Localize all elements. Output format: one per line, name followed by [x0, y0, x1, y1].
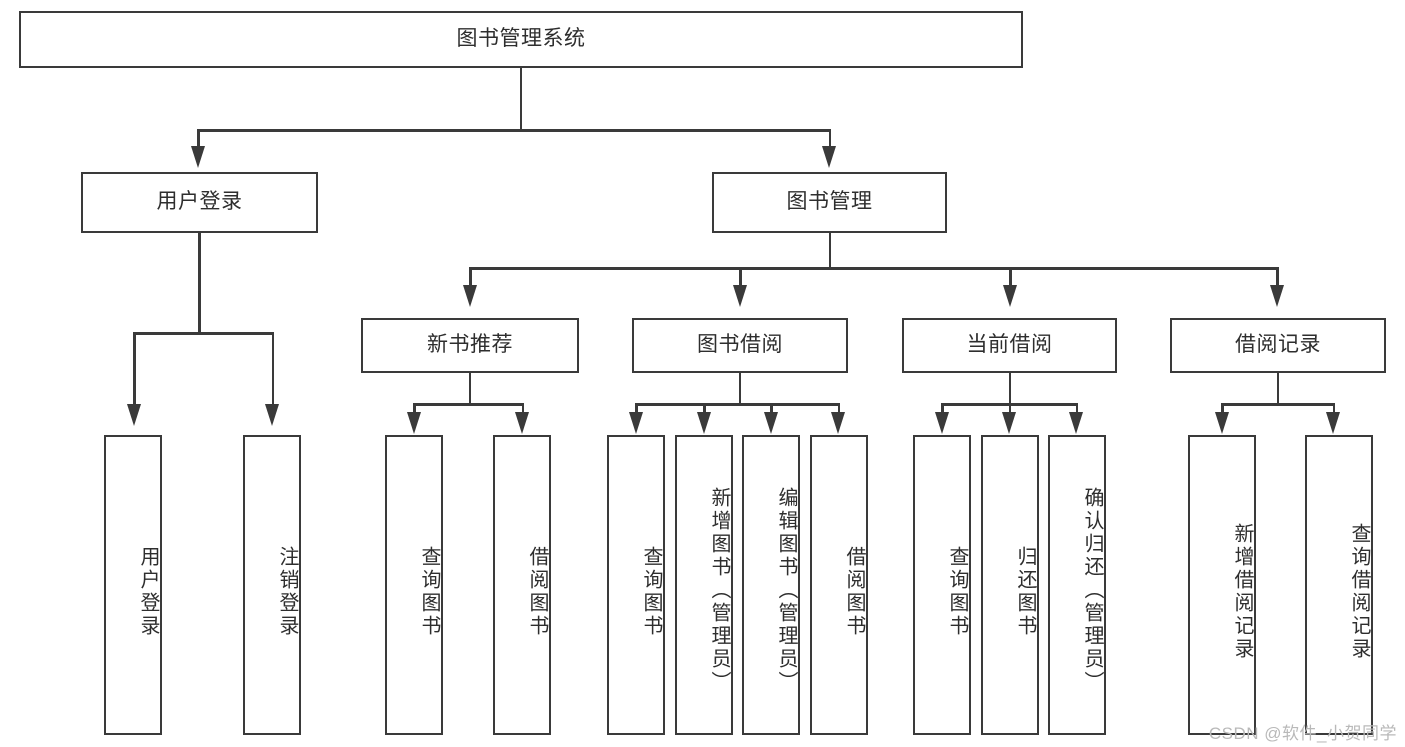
arrowhead-new-book [462, 285, 477, 307]
connector-level3-bus [469, 267, 1278, 270]
connector-borrow-record-drop-0 [1221, 403, 1224, 415]
node-label: 查询图书 [418, 546, 440, 638]
node-label: 图书管理 [786, 190, 873, 214]
node-label: 借阅图书 [843, 546, 865, 638]
connector-borrow-record-stem [1276, 373, 1280, 405]
leaf-book-borrow-2[interactable]: 编辑图书（管理员） [742, 435, 800, 735]
connector-current-borrow-drop-0 [941, 403, 944, 415]
arrowhead-current-borrow-leaf-0 [934, 412, 949, 434]
leaf-current-borrow-0[interactable]: 查询图书 [913, 435, 971, 735]
connector-root-stem [519, 68, 522, 131]
connector-borrow-record-bus [1221, 403, 1335, 406]
arrowhead-book-borrow-leaf-3 [831, 412, 846, 434]
arrowhead-current-borrow-leaf-1 [1002, 412, 1017, 434]
connector-level2-drop-left [197, 129, 200, 149]
leaf-new-book-0[interactable]: 查询图书 [385, 435, 443, 735]
leaf-current-borrow-1[interactable]: 归还图书 [981, 435, 1039, 735]
connector-book-manage-stem [828, 233, 831, 269]
connector-current-borrow-drop-2 [1075, 403, 1078, 415]
connector-level3-drop-3 [1276, 267, 1279, 287]
node-new-book-recommend[interactable]: 新书推荐 [361, 318, 579, 373]
node-label: 用户登录 [137, 546, 159, 638]
node-current-borrow[interactable]: 当前借阅 [902, 318, 1117, 373]
connector-borrow-record-drop-1 [1332, 403, 1335, 415]
node-label: 注销登录 [276, 546, 298, 638]
node-label: 图书管理系统 [456, 27, 586, 51]
connector-level2-bus [197, 129, 831, 132]
arrowhead-book-manage [822, 146, 837, 168]
connector-book-borrow-drop-2 [770, 403, 773, 415]
leaf-book-borrow-1[interactable]: 新增图书（管理员） [675, 435, 733, 735]
leaf-user-login-0[interactable]: 用户登录 [104, 435, 162, 735]
node-book-management[interactable]: 图书管理 [712, 172, 947, 233]
arrowhead-book-borrow-leaf-1 [696, 412, 711, 434]
node-user-login[interactable]: 用户登录 [81, 172, 318, 233]
arrowhead-user-login-leaf-1 [265, 404, 280, 426]
node-label: 归还图书 [1014, 546, 1036, 638]
arrowhead-user-login-leaf-0 [126, 404, 141, 426]
connector-new-book-drop-0 [413, 403, 416, 415]
leaf-user-login-1[interactable]: 注销登录 [243, 435, 301, 735]
node-label: 确认归还（管理员） [1081, 486, 1103, 694]
arrowhead-borrow-record-leaf-1 [1326, 412, 1341, 434]
node-book-borrow[interactable]: 图书借阅 [632, 318, 848, 373]
node-label: 编辑图书（管理员） [775, 486, 797, 694]
connector-new-book-drop-1 [521, 403, 524, 415]
connector-book-borrow-drop-1 [703, 403, 706, 415]
arrowhead-borrow-record [1269, 285, 1284, 307]
node-label: 查询图书 [946, 546, 968, 638]
node-label: 图书借阅 [697, 333, 783, 357]
node-label: 当前借阅 [966, 333, 1053, 357]
connector-user-login-drop-1 [271, 332, 274, 405]
arrowhead-user-login [190, 146, 205, 168]
arrowhead-new-book-leaf-1 [515, 412, 530, 434]
leaf-borrow-record-1[interactable]: 查询借阅记录 [1305, 435, 1373, 735]
node-root-system[interactable]: 图书管理系统 [19, 11, 1023, 68]
connector-user-login-drop-0 [133, 332, 136, 405]
leaf-book-borrow-0[interactable]: 查询图书 [607, 435, 665, 735]
arrowhead-book-borrow [732, 285, 747, 307]
node-label: 新书推荐 [427, 333, 513, 357]
connector-current-borrow-stem [1008, 373, 1012, 405]
node-borrow-record[interactable]: 借阅记录 [1170, 318, 1386, 373]
connector-new-book-stem [468, 373, 472, 405]
node-label: 借阅记录 [1235, 333, 1321, 357]
node-label: 借阅图书 [526, 546, 548, 638]
node-label: 用户登录 [156, 190, 243, 214]
arrowhead-book-borrow-leaf-0 [628, 412, 643, 434]
connector-user-login-stem [198, 233, 201, 334]
node-label: 新增借阅记录 [1231, 523, 1253, 661]
node-label: 查询借阅记录 [1348, 523, 1370, 661]
arrowhead-current-borrow-leaf-2 [1069, 412, 1084, 434]
connector-current-borrow-drop-1 [1008, 403, 1012, 415]
leaf-borrow-record-0[interactable]: 新增借阅记录 [1188, 435, 1256, 735]
arrowhead-book-borrow-leaf-2 [763, 412, 778, 434]
arrowhead-borrow-record-leaf-0 [1214, 412, 1229, 434]
arrowhead-current-borrow [1002, 285, 1017, 307]
connector-level3-drop-2 [1009, 267, 1012, 287]
connector-level3-drop-1 [739, 267, 742, 287]
leaf-current-borrow-2[interactable]: 确认归还（管理员） [1048, 435, 1106, 735]
connector-book-borrow-stem [738, 373, 742, 405]
node-label: 新增图书（管理员） [708, 486, 730, 694]
leaf-book-borrow-3[interactable]: 借阅图书 [810, 435, 868, 735]
connector-book-borrow-drop-0 [635, 403, 638, 415]
connector-new-book-bus [413, 403, 524, 406]
node-label: 查询图书 [640, 546, 662, 638]
connector-user-login-bus [133, 332, 272, 335]
connector-level2-drop-right [828, 129, 831, 149]
arrowhead-new-book-leaf-0 [406, 412, 421, 434]
connector-level3-drop-0 [469, 267, 472, 287]
connector-book-borrow-bus [635, 403, 840, 406]
leaf-new-book-1[interactable]: 借阅图书 [493, 435, 551, 735]
connector-book-borrow-drop-3 [837, 403, 840, 415]
